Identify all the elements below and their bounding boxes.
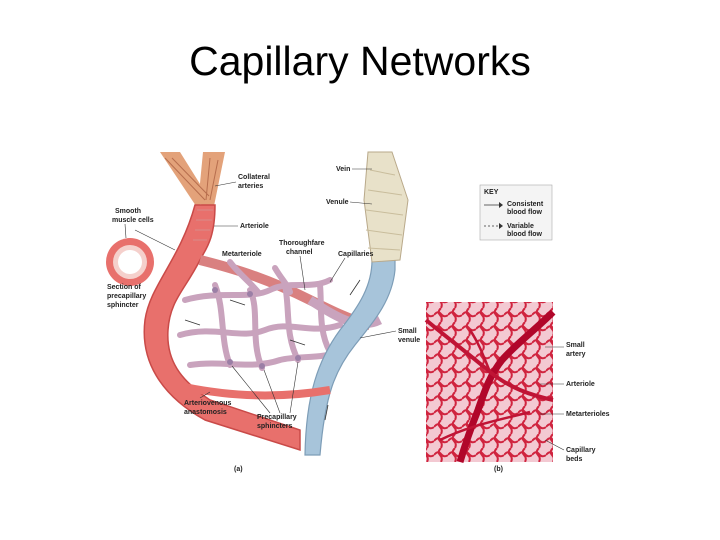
label-section-3: sphincter bbox=[107, 302, 139, 309]
label-small-artery-2: artery bbox=[566, 351, 586, 358]
label-smooth-muscle-2: muscle cells bbox=[112, 217, 154, 224]
label-small-venule-2: venule bbox=[398, 337, 420, 344]
label-capillary-beds-2: beds bbox=[566, 456, 582, 463]
label-metarterioles: Metarterioles bbox=[566, 411, 610, 418]
label-precapillary-2: sphincters bbox=[257, 423, 293, 430]
key-variable-2: blood flow bbox=[507, 231, 543, 238]
key-variable-1: Variable bbox=[507, 223, 534, 230]
label-section-1: Section of bbox=[107, 284, 142, 291]
label-section-2: precapillary bbox=[107, 293, 146, 300]
label-capillary-beds-1: Capillary bbox=[566, 447, 596, 454]
label-metarteriole: Metarteriole bbox=[222, 251, 262, 258]
label-arteriole: Arteriole bbox=[240, 223, 269, 230]
label-smooth-muscle-1: Smooth bbox=[115, 208, 141, 215]
label-venule: Venule bbox=[326, 199, 349, 206]
label-capillaries: Capillaries bbox=[338, 251, 374, 258]
key-consistent-2: blood flow bbox=[507, 209, 543, 216]
label-av-anastomosis-2: anastomosis bbox=[184, 409, 227, 416]
label-precapillary-1: Precapillary bbox=[257, 414, 297, 421]
label-small-artery-1: Small bbox=[566, 342, 585, 349]
collateral-arteries bbox=[160, 152, 225, 206]
label-collateral-arteries-2: arteries bbox=[238, 183, 263, 190]
panel-b-letter: (b) bbox=[494, 466, 503, 473]
panel-a-letter: (a) bbox=[234, 466, 243, 473]
label-arteriole-b: Arteriole bbox=[566, 381, 595, 388]
key-consistent-1: Consistent bbox=[507, 201, 544, 208]
key-legend: KEY Consistent blood flow Variable blood… bbox=[480, 185, 552, 240]
label-thoroughfare-2: channel bbox=[286, 249, 313, 256]
key-title: KEY bbox=[484, 189, 499, 196]
vein bbox=[364, 152, 408, 262]
panel-b-micrograph bbox=[426, 302, 553, 462]
label-vein: Vein bbox=[336, 166, 350, 173]
label-thoroughfare-1: Thoroughfare bbox=[279, 240, 325, 247]
label-av-anastomosis-1: Arteriovenous bbox=[184, 400, 232, 407]
label-collateral-arteries-1: Collateral bbox=[238, 174, 270, 181]
label-small-venule-1: Small bbox=[398, 328, 417, 335]
